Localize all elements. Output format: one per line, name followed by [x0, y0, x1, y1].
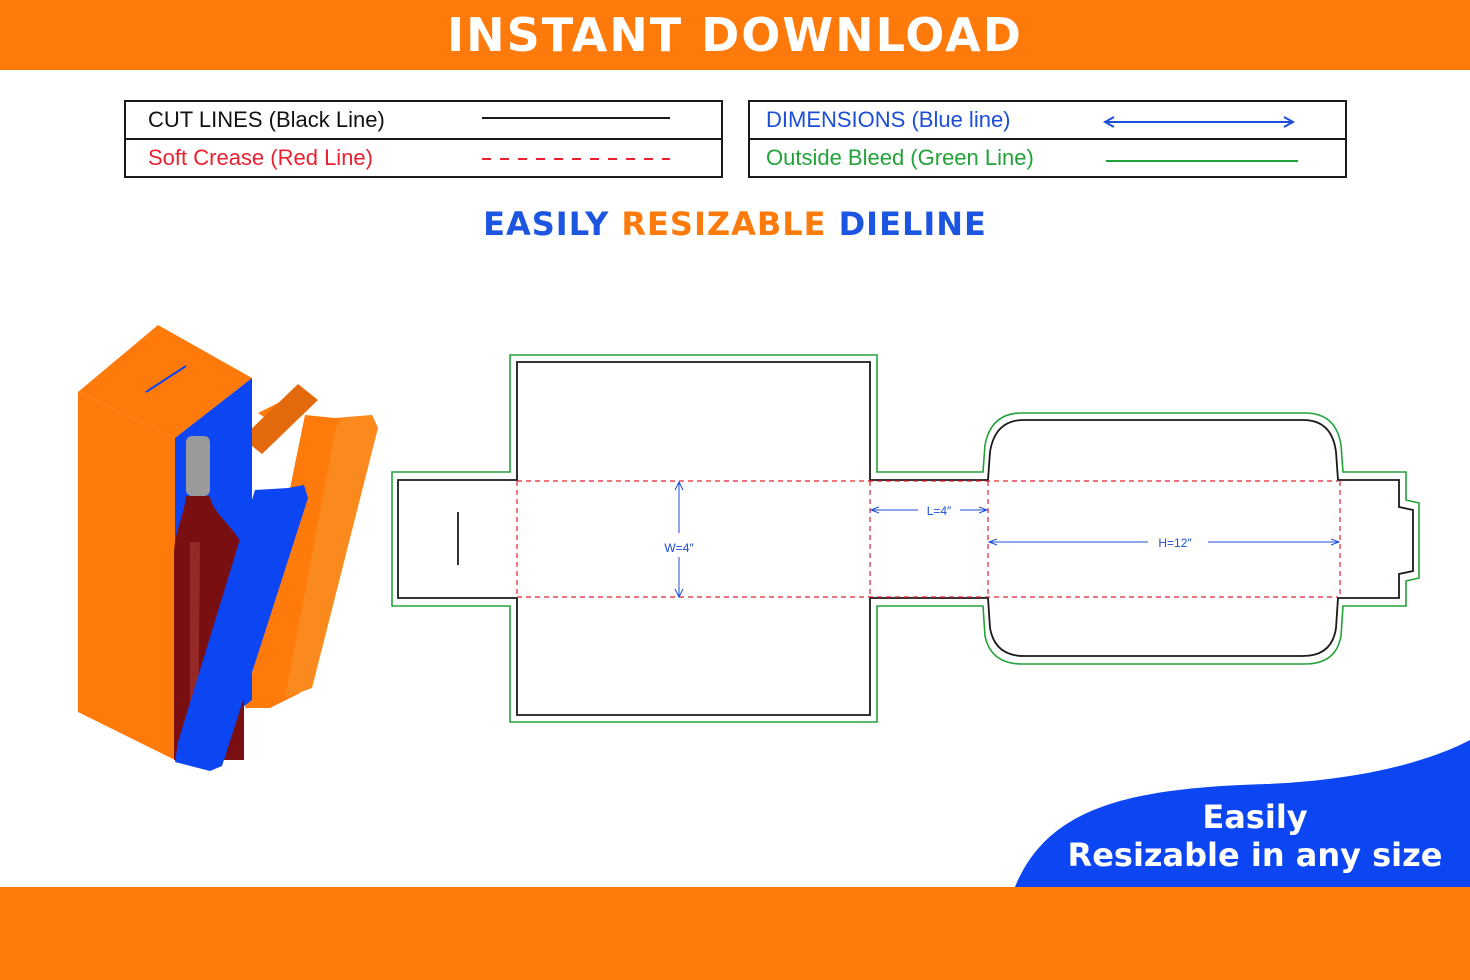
legend-bleed-label: Outside Bleed (Green Line) [766, 145, 1034, 170]
top-slot [145, 365, 187, 393]
dimension-lines [674, 480, 1341, 599]
legend-cut-label: CUT LINES (Black Line) [148, 107, 385, 132]
resize-badge-shape [1015, 740, 1470, 887]
crease-line-sample [482, 158, 670, 160]
subtitle-dieline: DIELINE [838, 205, 987, 243]
box-front-face [78, 392, 175, 760]
cut-line-sample [482, 117, 670, 119]
legend-right: DIMENSIONS (Blue line) Outside Bleed (Gr… [748, 100, 1347, 178]
open-front-panel [175, 485, 308, 771]
dimension-arrow-sample [1102, 116, 1296, 128]
subtitle-resizable: RESIZABLE [621, 205, 827, 243]
banner-title: INSTANT DOWNLOAD [447, 8, 1023, 62]
w-dim-arrow-top [674, 480, 684, 491]
legend-row-crease: Soft Crease (Red Line) [126, 138, 721, 176]
length-label: L=4″ [927, 504, 952, 518]
subtitle-easily: EASILY [483, 205, 610, 243]
box-3d-illustration [78, 325, 378, 771]
legend-left: CUT LINES (Black Line) Soft Crease (Red … [124, 100, 723, 178]
badge-line2: Resizable in any size [1067, 836, 1443, 874]
bottle-neck [186, 436, 210, 496]
bottom-bar [0, 887, 1470, 980]
box-top-face [78, 325, 252, 438]
legend-crease-label: Soft Crease (Red Line) [148, 145, 373, 170]
resize-badge: Easily Resizable in any size [1040, 798, 1470, 874]
open-flap-inner [285, 415, 378, 698]
width-label: W=4″ [664, 541, 694, 555]
h-dim-arrow-left [987, 538, 998, 546]
legend-row-bleed: Outside Bleed (Green Line) [750, 138, 1345, 176]
top-banner: INSTANT DOWNLOAD [0, 0, 1470, 70]
bleed-outline [391, 354, 1420, 723]
bleed-line-sample [1106, 160, 1298, 162]
lock-tab-upper [242, 384, 318, 454]
legend-dimensions-label: DIMENSIONS (Blue line) [766, 107, 1011, 132]
cut-outline [397, 361, 1414, 716]
l-dim-arrow-left [869, 506, 880, 514]
badge-line1: Easily [1202, 798, 1308, 836]
crease-lines [516, 480, 1341, 598]
legend-row-dimensions: DIMENSIONS (Blue line) [750, 102, 1345, 138]
legend-row-cut: CUT LINES (Black Line) [126, 102, 721, 138]
h-dim-arrow-right [1330, 538, 1341, 546]
height-label: H=12″ [1158, 536, 1192, 550]
l-dim-arrow-right [978, 506, 989, 514]
w-dim-arrow-bottom [674, 588, 684, 599]
subtitle: EASILY RESIZABLE DIELINE [0, 205, 1470, 243]
